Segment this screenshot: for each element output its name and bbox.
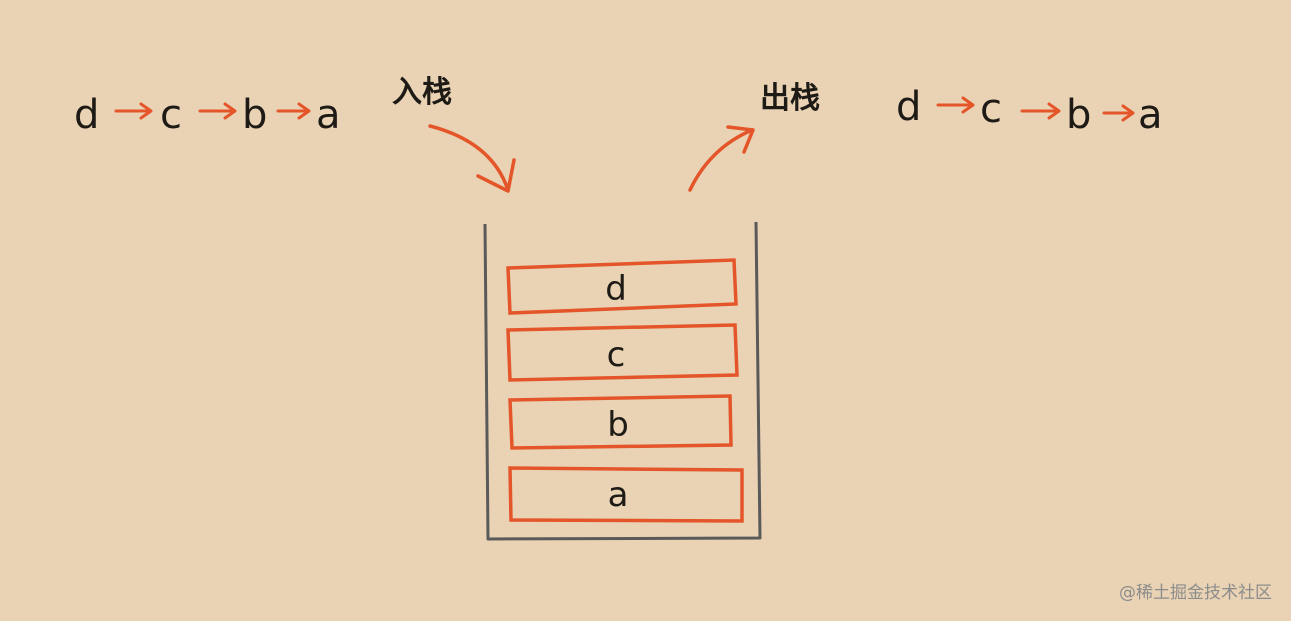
push-sequence: d c b a — [74, 92, 341, 138]
push-seq-arrow-2 — [198, 102, 237, 120]
stack-item: a — [508, 466, 744, 523]
push-seq-arrow-3 — [276, 102, 311, 120]
stack-item-box — [508, 394, 733, 450]
stack-item-label: b — [607, 405, 629, 445]
stack-item-label: c — [607, 335, 626, 375]
push-seq-letter-3: b — [242, 92, 267, 138]
pop-seq-arrow-3 — [1102, 104, 1135, 122]
pop-sequence: d c b a — [896, 84, 1163, 138]
push-label: 入栈 — [392, 75, 452, 110]
pop-seq-letter-1: d — [896, 84, 921, 130]
stack-item: b — [508, 394, 733, 450]
stack-container — [483, 221, 762, 541]
push-seq-letter-4: a — [316, 92, 341, 138]
stack-item: c — [506, 323, 739, 382]
pop-seq-arrow-1 — [936, 96, 975, 114]
watermark: @稀土掘金技术社区 — [1119, 583, 1272, 603]
push-curve-arrow — [428, 124, 516, 193]
stack-item-label: d — [605, 269, 627, 309]
pop-seq-letter-4: a — [1138, 92, 1163, 138]
stack-item: d — [506, 258, 738, 315]
push-seq-letter-2: c — [160, 92, 182, 138]
push-seq-arrow-1 — [114, 102, 153, 120]
push-seq-letter-1: d — [74, 92, 99, 138]
pop-seq-arrow-2 — [1020, 102, 1061, 120]
pop-label: 出栈 — [760, 81, 820, 116]
stack-item-label: a — [608, 475, 629, 515]
stack-item-box — [506, 323, 739, 382]
pop-curve-arrow — [688, 125, 755, 192]
stack-item-box — [506, 258, 738, 315]
stack-item-box — [508, 466, 744, 523]
pop-seq-letter-3: b — [1066, 92, 1091, 138]
pop-seq-letter-2: c — [980, 86, 1002, 132]
